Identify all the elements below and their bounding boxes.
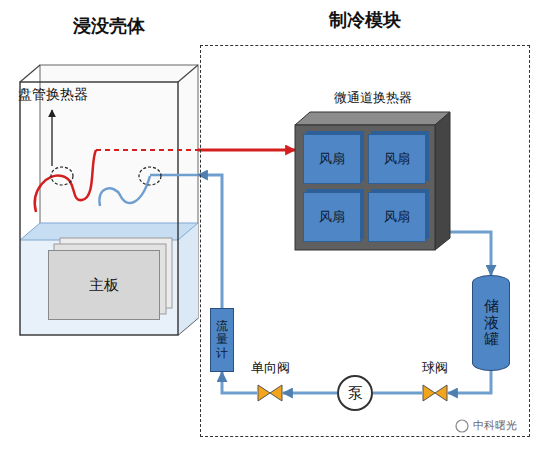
pipe-connector	[450, 232, 491, 275]
housing: 主板浸没壳体	[20, 65, 198, 335]
coil-port	[51, 167, 73, 185]
node-label: 主板	[89, 276, 119, 294]
check-valve: 单向阀	[257, 384, 283, 402]
check-valve-shape	[257, 384, 283, 402]
coolant	[178, 223, 198, 335]
node-label: 风扇	[319, 151, 345, 167]
heading: 球阀	[422, 360, 448, 376]
watermark: 中科曙光	[471, 418, 519, 433]
node-label: 流量计	[216, 320, 228, 360]
node-label: 储液罐	[484, 298, 499, 348]
pump: 泵	[337, 375, 373, 411]
cold-coil	[99, 176, 150, 206]
ball-valve-shape	[422, 384, 448, 402]
heading: 制冷模块	[329, 9, 401, 31]
heading: 单向阀	[251, 360, 290, 376]
hx-top	[295, 112, 450, 125]
tank: 储液罐	[472, 275, 510, 371]
main-board: 主板	[48, 250, 160, 320]
coil-port	[139, 167, 161, 185]
fan: 风扇	[368, 134, 426, 184]
cooling-module: 风扇风扇风扇风扇微通道换热器储液罐球阀泵单向阀流量计制冷模块	[200, 45, 530, 437]
valve-half	[435, 385, 447, 401]
hot-pipe	[96, 149, 198, 151]
housing-front	[20, 82, 178, 335]
pipe-connector	[448, 371, 491, 393]
ball-valve: 球阀	[422, 384, 448, 402]
part-label: 盘管换热器	[16, 86, 90, 104]
node-label: 风扇	[384, 151, 410, 167]
fan: 风扇	[303, 192, 361, 242]
pipe-connector	[198, 175, 222, 308]
valve-half	[270, 385, 282, 401]
valve-half	[258, 385, 270, 401]
pipe-connector	[373, 392, 422, 395]
watermark-icon	[456, 420, 468, 432]
node-label: 风扇	[319, 209, 345, 225]
node-label: 泵	[348, 384, 363, 402]
valve-half	[423, 385, 435, 401]
coolant-surface	[20, 223, 198, 240]
node-label: 风扇	[384, 209, 410, 225]
heat-exchanger: 风扇风扇风扇风扇微通道换热器	[295, 112, 450, 250]
pipe-connector	[198, 149, 295, 152]
housing-edge	[20, 65, 40, 82]
heading: 浸没壳体	[73, 15, 145, 37]
fan: 风扇	[303, 134, 361, 184]
fan: 风扇	[368, 192, 426, 242]
coolant	[20, 240, 178, 335]
hot-coil	[35, 150, 96, 212]
housing-edge	[178, 65, 198, 82]
pipe-connector	[283, 392, 337, 395]
cold-pipe	[150, 174, 198, 177]
flow-meter: 流量计	[210, 308, 234, 372]
heading: 微通道换热器	[334, 90, 412, 106]
leader-line	[51, 110, 52, 166]
hx-front	[295, 125, 435, 250]
pipe-connector	[222, 372, 257, 393]
hx-side	[435, 112, 450, 250]
